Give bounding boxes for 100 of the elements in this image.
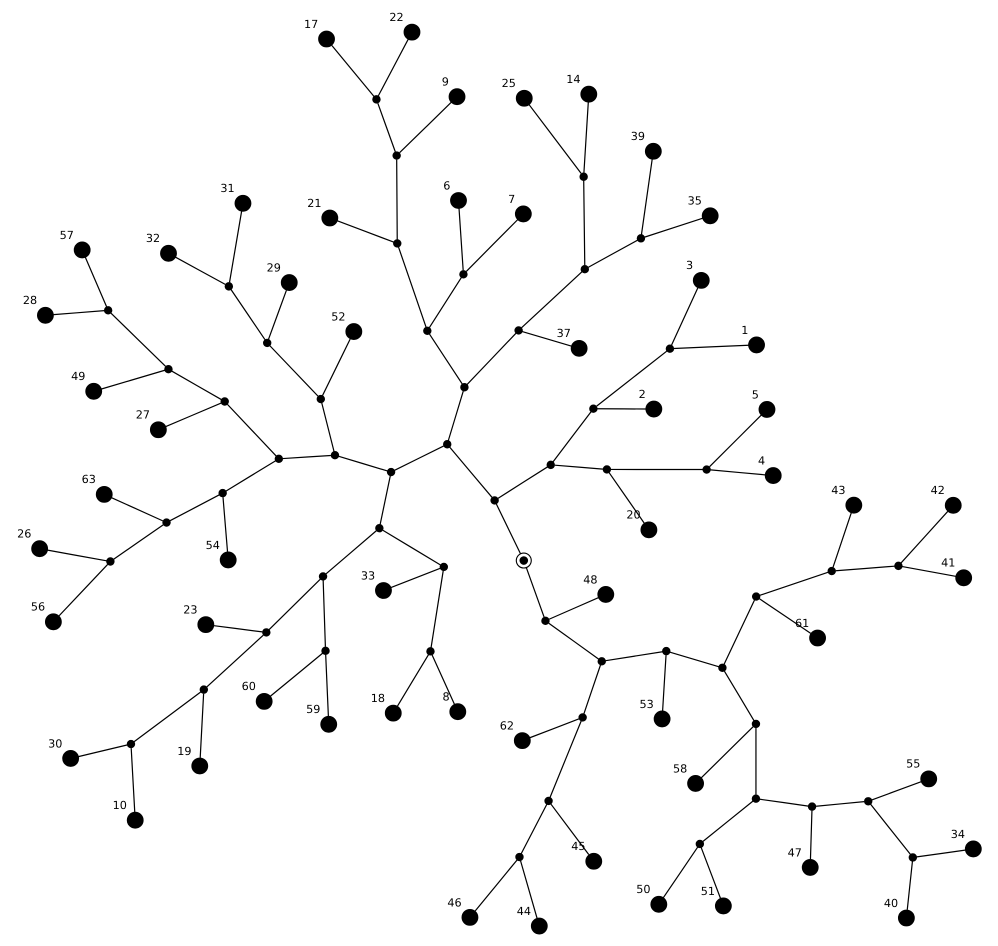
connector — [390, 568, 440, 588]
node-label: 42 — [930, 484, 945, 498]
connector — [448, 390, 464, 441]
node-circle — [920, 770, 938, 788]
node-label: 53 — [640, 698, 654, 711]
node-label: 39 — [630, 130, 646, 144]
node-circle — [714, 898, 732, 914]
node-label: 60 — [242, 680, 256, 694]
connector — [47, 550, 107, 562]
node-circle — [200, 685, 208, 694]
node-label: 6 — [443, 179, 450, 192]
node-circle — [964, 840, 982, 858]
node-label: 22 — [389, 10, 404, 24]
connector — [458, 208, 464, 270]
connector — [166, 402, 222, 428]
connector — [526, 568, 545, 618]
connector — [520, 860, 538, 918]
node-label: 17 — [304, 18, 318, 31]
node-circle — [62, 750, 80, 767]
connector — [110, 312, 166, 367]
node-label: 62 — [500, 719, 514, 732]
node-label: 7 — [508, 192, 516, 206]
node-circle — [944, 496, 962, 514]
node-circle — [31, 540, 48, 558]
node-label: 30 — [48, 737, 62, 750]
connector — [597, 408, 646, 410]
connector — [78, 744, 128, 758]
node-circle — [541, 616, 550, 626]
connector — [549, 720, 582, 798]
node-circle — [514, 326, 523, 335]
node-label: 25 — [502, 77, 516, 90]
node-circle — [197, 616, 214, 634]
node-circle — [490, 496, 499, 505]
node-circle — [459, 270, 468, 279]
connector — [816, 801, 864, 807]
connector — [222, 497, 228, 552]
node-circle — [802, 859, 819, 876]
connector — [724, 670, 755, 721]
connector — [810, 810, 813, 860]
connector — [396, 160, 398, 240]
connector — [111, 497, 164, 522]
node-circle — [514, 732, 531, 750]
node-circle — [578, 713, 587, 722]
node-circle — [320, 716, 338, 733]
connector — [269, 345, 319, 397]
node-label: 54 — [206, 538, 220, 552]
connector — [760, 572, 828, 596]
node-circle — [462, 908, 478, 926]
connector — [430, 570, 444, 648]
node-label: 1 — [741, 324, 748, 337]
node-circle — [644, 142, 662, 160]
node-label: 5 — [752, 388, 759, 402]
connector — [214, 625, 262, 632]
node-circle — [752, 720, 760, 728]
connector — [382, 530, 441, 566]
node-circle — [864, 797, 872, 806]
node-circle — [262, 628, 271, 637]
connector — [548, 597, 599, 620]
connector — [608, 472, 645, 524]
node-circle — [516, 552, 532, 569]
connector — [916, 850, 966, 858]
connector — [709, 414, 762, 468]
connector — [588, 240, 638, 268]
connector — [900, 511, 948, 564]
node-circle — [580, 264, 590, 274]
node-circle — [752, 592, 760, 601]
connector — [610, 468, 703, 470]
node-circle — [580, 86, 598, 103]
connector — [700, 847, 722, 898]
connector — [583, 180, 586, 266]
node-label: 49 — [71, 370, 86, 384]
connector — [755, 728, 757, 795]
node-label: 59 — [306, 703, 320, 716]
connector — [522, 330, 572, 347]
node-circle — [748, 336, 765, 354]
connector — [432, 654, 455, 704]
connector — [270, 652, 323, 697]
connector — [662, 846, 698, 898]
node-circle — [150, 421, 167, 438]
connector — [870, 804, 911, 855]
connector — [548, 622, 599, 660]
node-circle — [752, 794, 760, 803]
node-circle — [654, 710, 671, 728]
connector — [230, 289, 266, 340]
node-label: 58 — [673, 762, 688, 776]
node-circle — [164, 364, 173, 374]
connector — [321, 402, 335, 452]
connector — [226, 404, 277, 456]
connector — [113, 524, 164, 560]
connector — [640, 159, 653, 235]
connector — [130, 748, 136, 812]
node-circle — [692, 272, 710, 289]
node-circle — [585, 852, 602, 870]
node-label: 34 — [950, 828, 966, 841]
node-circle — [702, 465, 711, 474]
connector — [326, 530, 377, 574]
node-circle — [256, 692, 273, 710]
connector — [226, 460, 276, 492]
connector — [702, 800, 754, 842]
node-circle — [191, 758, 208, 774]
